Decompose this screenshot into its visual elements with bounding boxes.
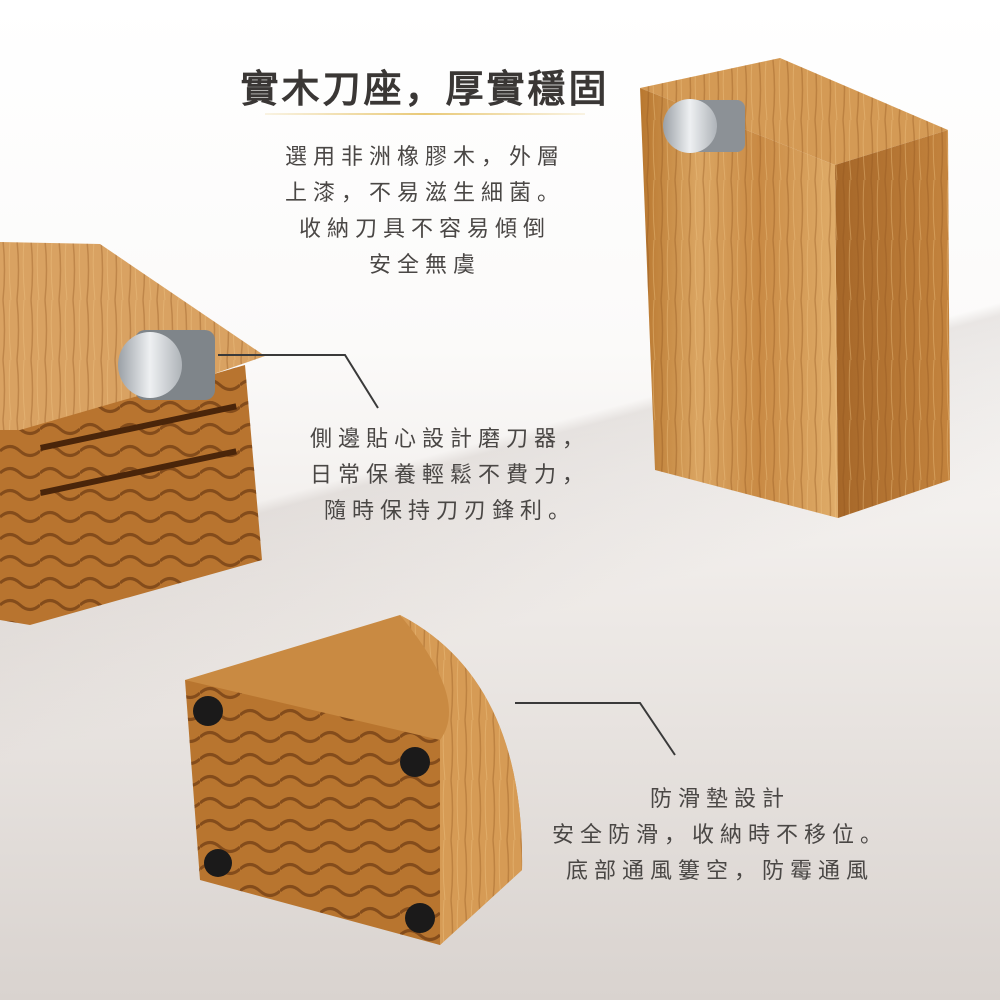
text-line: 上漆，不易滋生細菌。 <box>284 181 565 206</box>
knife-block-side-view <box>0 242 265 625</box>
feature-pads-text: 防滑墊設計 安全防滑，收納時不移位。 底部通風簍空，防霉通風 <box>540 782 900 890</box>
text-line: 安全防滑，收納時不移位。 <box>551 823 888 848</box>
headline: 實木刀座，厚實穩固 <box>240 66 610 111</box>
text-line: 選用非洲橡膠木，外層 <box>284 145 565 170</box>
text-line: 底部通風簍空，防霉通風 <box>565 859 874 884</box>
feature-sharpener-text: 側邊貼心設計磨刀器， 日常保養輕鬆不費力， 隨時保持刀刃鋒利。 <box>290 422 610 530</box>
headline-divider <box>265 113 585 115</box>
anti-slip-pads <box>193 696 435 933</box>
feature-wood-text: 選用非洲橡膠木，外層 上漆，不易滋生細菌。 收納刀具不容易傾倒 安全無虞 <box>250 140 600 284</box>
knife-block-bottom-view <box>185 615 523 945</box>
text-line: 防滑墊設計 <box>649 787 790 812</box>
text-line: 收納刀具不容易傾倒 <box>298 217 551 242</box>
callout-line-pads <box>515 702 676 756</box>
text-line: 側邊貼心設計磨刀器， <box>309 427 590 452</box>
text-line: 安全無虞 <box>368 253 481 278</box>
callout-line-sharpener <box>218 354 379 409</box>
sharpener-knob <box>118 330 215 400</box>
text-line: 日常保養輕鬆不費力， <box>309 463 590 488</box>
knife-block-front-view <box>640 58 950 518</box>
text-line: 隨時保持刀刃鋒利。 <box>323 499 576 524</box>
sharpener-knob <box>663 99 745 153</box>
